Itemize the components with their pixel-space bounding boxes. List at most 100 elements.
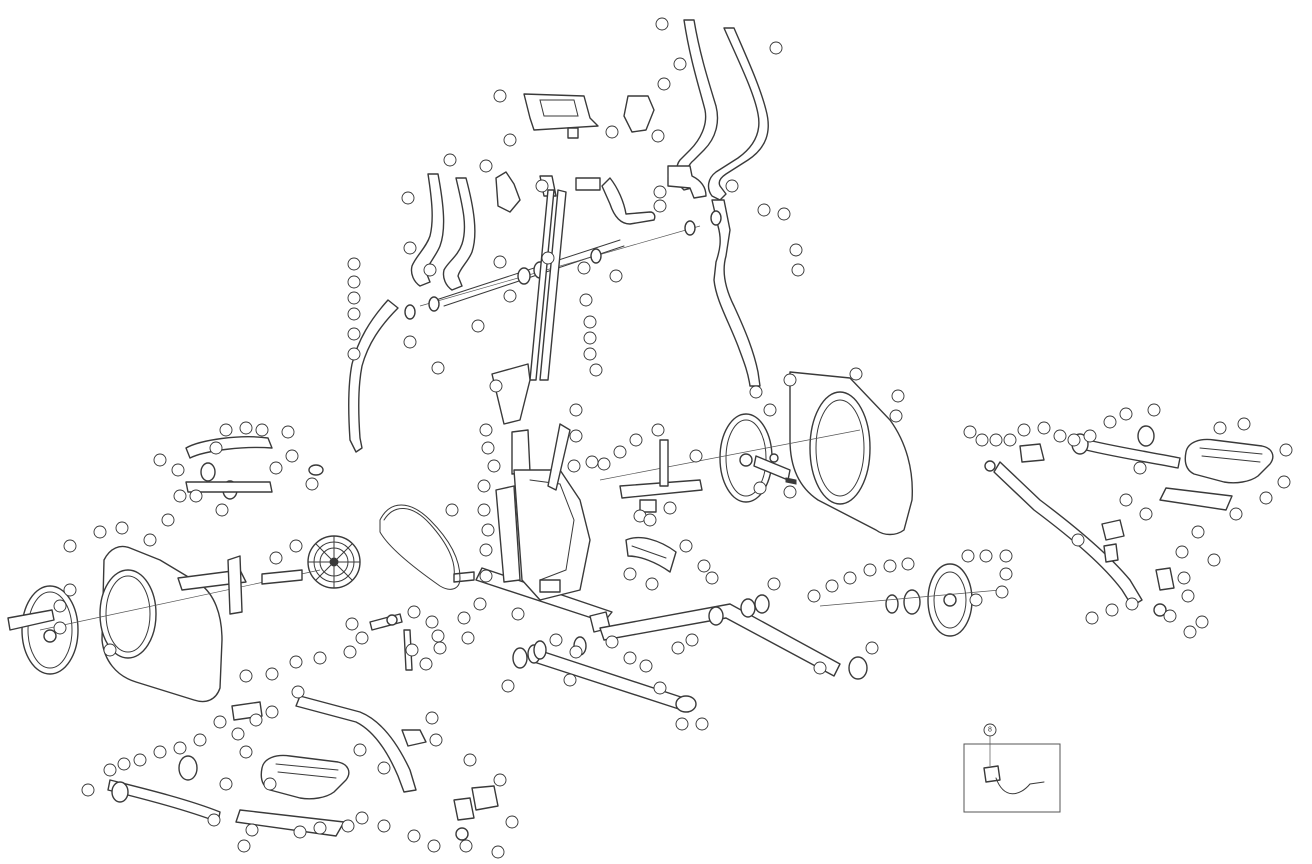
part-callout-bubble	[503, 133, 517, 147]
part-callout-bubble	[347, 257, 361, 271]
upper-handlebar-right	[667, 19, 769, 387]
part-callout-bubble	[791, 263, 805, 277]
part-callout-bubble	[597, 457, 611, 471]
part-callout-bubble	[999, 549, 1013, 563]
part-callout-bubble	[477, 503, 491, 517]
part-callout-bubble	[769, 41, 783, 55]
part-callout-bubble	[697, 559, 711, 573]
part-callout-bubble	[431, 361, 445, 375]
idler-assembly	[369, 613, 413, 671]
part-callout-bubble	[431, 629, 445, 643]
part-callout-bubble	[491, 845, 505, 859]
part-callout-bubble	[1237, 417, 1251, 431]
part-callout-bubble	[763, 403, 777, 417]
part-callout-bubble	[1139, 507, 1153, 521]
part-callout-bubble	[377, 819, 391, 833]
part-callout-bubble	[143, 533, 157, 547]
part-callout-bubble	[207, 813, 221, 827]
part-callout-bubble	[1067, 433, 1081, 447]
part-callout-bubble	[865, 641, 879, 655]
part-callout-bubble	[481, 523, 495, 537]
part-callout-bubble	[757, 203, 771, 217]
part-callout-bubble	[863, 563, 877, 577]
left-pedal	[107, 754, 350, 837]
part-callout-bubble	[423, 263, 437, 277]
part-callout-bubble	[579, 293, 593, 307]
part-callout-bubble	[1085, 611, 1099, 625]
part-callout-bubble	[463, 753, 477, 767]
part-callout-bubble	[1183, 625, 1197, 639]
part-callout-bubble	[1147, 403, 1161, 417]
part-callout-bubble	[103, 763, 117, 777]
part-callout-bubble	[505, 815, 519, 829]
part-callout-bubble	[583, 347, 597, 361]
part-callout-bubble	[883, 559, 897, 573]
part-callout-bubble	[405, 643, 419, 657]
part-callout-bubble	[569, 645, 583, 659]
part-callout-bubble	[1119, 493, 1133, 507]
part-callout-bubble	[479, 543, 493, 557]
part-callout-bubble	[843, 571, 857, 585]
part-callout-bubble	[653, 185, 667, 199]
part-callout-bubble	[353, 743, 367, 757]
part-callout-bubble	[377, 761, 391, 775]
part-callout-bubble	[605, 125, 619, 139]
part-callout-bubble	[1103, 415, 1117, 429]
part-callout-bubble	[429, 733, 443, 747]
right-pedal-crank	[984, 443, 1045, 472]
part-callout-bubble	[407, 829, 421, 843]
part-callout-bubble	[1229, 507, 1243, 521]
part-callout-bubble	[849, 367, 863, 381]
part-callout-bubble	[789, 243, 803, 257]
part-callout-bubble	[1003, 433, 1017, 447]
part-callout-bubble	[481, 441, 495, 455]
drive-belt	[379, 504, 461, 590]
part-callout-bubble	[493, 255, 507, 269]
part-callout-bubble	[569, 403, 583, 417]
part-callout-bubble	[585, 455, 599, 469]
part-callout-bubble	[1053, 429, 1067, 443]
part-callout-bubble	[623, 567, 637, 581]
left-crank-assembly	[177, 555, 303, 615]
part-callout-bubble	[639, 659, 653, 673]
part-callouts	[53, 17, 1293, 859]
part-callout-bubble	[289, 655, 303, 669]
part-callout-bubble	[583, 331, 597, 345]
inset-callout-label: 8	[988, 727, 992, 734]
part-callout-bubble	[679, 539, 693, 553]
part-callout-bubble	[689, 449, 703, 463]
part-callout-bubble	[443, 153, 457, 167]
part-callout-bubble	[219, 777, 233, 791]
part-callout-bubble	[479, 159, 493, 173]
part-callout-bubble	[609, 269, 623, 283]
part-callout-bubble	[265, 705, 279, 719]
part-callout-bubble	[255, 423, 269, 437]
part-callout-bubble	[285, 449, 299, 463]
part-callout-bubble	[501, 679, 515, 693]
part-callout-bubble	[1195, 615, 1209, 629]
part-callout-bubble	[161, 513, 175, 527]
part-callout-bubble	[81, 783, 95, 797]
part-callout-bubble	[1175, 545, 1189, 559]
part-callout-bubble	[133, 753, 147, 767]
part-callout-bubble	[705, 571, 719, 585]
part-callout-bubble	[249, 713, 263, 727]
part-callout-bubble	[975, 433, 989, 447]
part-callout-bubble	[623, 651, 637, 665]
part-callout-bubble	[269, 461, 283, 475]
part-callout-bubble	[189, 489, 203, 503]
part-callout-bubble	[479, 569, 493, 583]
part-callout-bubble	[1133, 461, 1147, 475]
part-callout-bubble	[1083, 429, 1097, 443]
part-callout-bubble	[651, 129, 665, 143]
part-callout-bubble	[1279, 443, 1293, 457]
part-callout-bubble	[825, 579, 839, 593]
part-callout-bubble	[403, 335, 417, 349]
part-callout-bubble	[783, 373, 797, 387]
part-callout-bubble	[725, 179, 739, 193]
part-callout-bubble	[209, 441, 223, 455]
part-callout-bubble	[1191, 525, 1205, 539]
part-callout-bubble	[477, 479, 491, 493]
part-callout-bubble	[53, 621, 67, 635]
